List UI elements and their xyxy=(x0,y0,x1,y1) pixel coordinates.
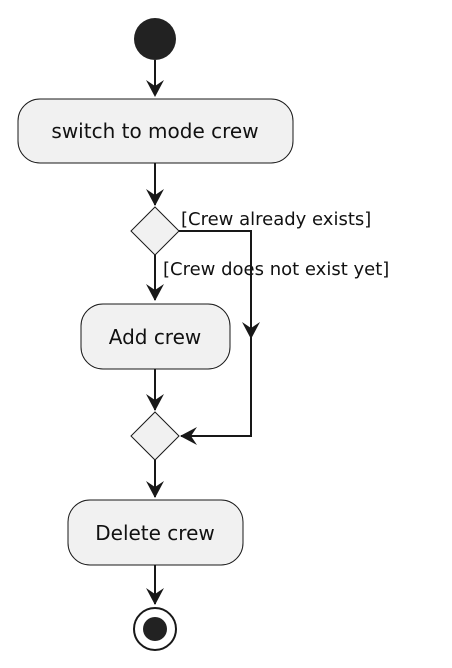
action-switch-mode-crew-label: switch to mode crew xyxy=(51,119,258,143)
initial-node xyxy=(134,18,176,60)
action-delete-crew-label: Delete crew xyxy=(95,521,215,545)
edge-decision-to-add-crew xyxy=(146,255,164,301)
final-node xyxy=(133,607,177,651)
edge-decision-to-merge xyxy=(179,230,260,445)
action-switch-mode-crew: switch to mode crew xyxy=(17,98,294,164)
edge-switch-to-decision xyxy=(146,163,164,206)
edge-add-crew-to-merge xyxy=(146,369,164,411)
merge-node xyxy=(130,411,180,461)
edge-merge-to-delete-crew xyxy=(146,460,164,498)
edge-start-to-switch xyxy=(146,60,164,97)
action-add-crew: Add crew xyxy=(80,303,231,370)
action-add-crew-label: Add crew xyxy=(109,325,202,349)
action-delete-crew: Delete crew xyxy=(67,499,244,566)
edge-delete-crew-to-end xyxy=(146,565,164,605)
decision-node xyxy=(130,206,180,256)
guard-crew-already-exists: [Crew already exists] xyxy=(181,209,371,230)
guard-crew-does-not-exist-yet: [Crew does not exist yet] xyxy=(163,259,389,280)
